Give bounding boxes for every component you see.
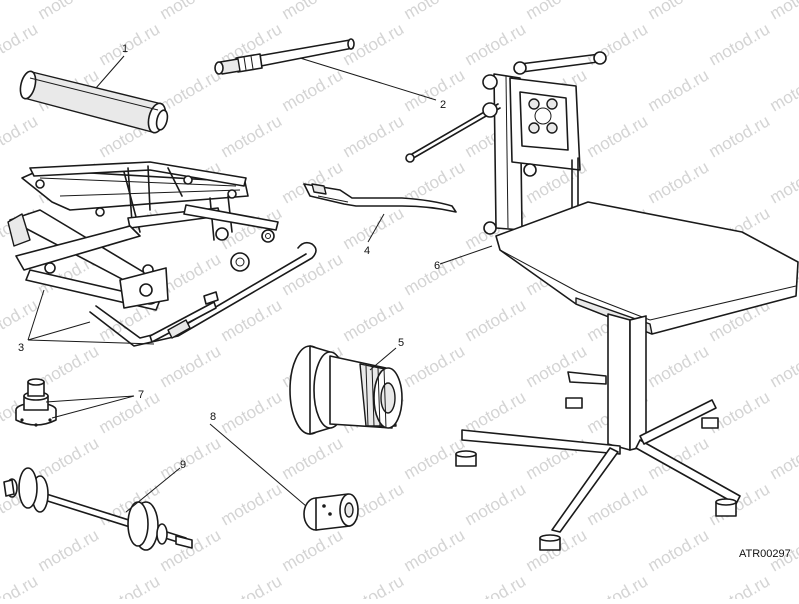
watermark-text: motod.ru [218, 571, 286, 599]
watermark-text: motod.ru [35, 433, 103, 483]
drawing-code: ATR00297 [739, 548, 791, 560]
watermark-text: motod.ru [279, 65, 347, 115]
watermark-text: motod.ru [157, 341, 225, 391]
watermark-text: motod.ru [767, 157, 799, 207]
watermark-text: motod.ru [767, 0, 799, 23]
watermark-text: motod.ru [401, 249, 469, 299]
watermark-text: motod.ru [462, 387, 530, 437]
watermark-text: motod.ru [462, 479, 530, 529]
watermark-text: motod.ru [218, 111, 286, 161]
callout-1: 1 [122, 43, 128, 55]
watermark-text: motod.ru [218, 479, 286, 529]
watermark-text: motod.ru [35, 0, 103, 23]
watermark-text: motod.ru [767, 433, 799, 483]
watermark-text: motod.ru [340, 295, 408, 345]
watermark-text: motod.ru [279, 433, 347, 483]
watermark-text: motod.ru [706, 571, 774, 599]
watermark-text: motod.ru [157, 0, 225, 23]
watermark-text: motod.ru [279, 0, 347, 23]
watermark-text: motod.ru [584, 479, 652, 529]
watermark-text: motod.ru [645, 65, 713, 115]
watermark-text: motod.ru [0, 111, 41, 161]
callout-9: 9 [180, 459, 186, 471]
tool-8-pin-bush [304, 494, 358, 530]
watermark-text: motod.ru [96, 387, 164, 437]
callout-4: 4 [364, 245, 370, 257]
watermark-text: motod.ru [401, 65, 469, 115]
watermark-text: motod.ru [401, 0, 469, 23]
callout-2: 2 [440, 99, 446, 111]
watermark-text: motod.ru [96, 19, 164, 69]
watermark-text: motod.ru [157, 65, 225, 115]
watermark-text: motod.ru [523, 341, 591, 391]
watermark-text: motod.ru [645, 157, 713, 207]
watermark-text: motod.ru [767, 65, 799, 115]
watermark-text: motod.ru [35, 525, 103, 575]
watermark-text: motod.ru [0, 19, 41, 69]
watermark-text: motod.ru [340, 203, 408, 253]
watermark-text: motod.ru [218, 387, 286, 437]
watermark-text: motod.ru [462, 571, 530, 599]
callout-3: 3 [18, 342, 24, 354]
callout-8: 8 [210, 411, 216, 423]
watermark-text: motod.ru [645, 525, 713, 575]
watermark-text: motod.ru [584, 111, 652, 161]
watermark-text: motod.ru [523, 0, 591, 23]
watermark-text: motod.ru [706, 111, 774, 161]
watermark-text: motod.ru [96, 571, 164, 599]
watermark-text: motod.ru [706, 387, 774, 437]
callout-7: 7 [138, 389, 144, 401]
watermark-text: motod.ru [645, 0, 713, 23]
watermark-text: motod.ru [401, 525, 469, 575]
watermark-text: motod.ru [340, 571, 408, 599]
watermark-text: motod.ru [279, 525, 347, 575]
watermark-text: motod.ru [584, 571, 652, 599]
watermark-text: motod.ru [462, 295, 530, 345]
watermark-text: motod.ru [767, 341, 799, 391]
watermark-text: motod.ru [706, 19, 774, 69]
watermark-text: motod.ru [218, 295, 286, 345]
watermark-text: motod.ru [645, 341, 713, 391]
callout-5: 5 [398, 337, 404, 349]
tool-5-sleeve [290, 346, 402, 434]
watermark-text: motod.ru [0, 571, 41, 599]
watermark-text: motod.ru [340, 111, 408, 161]
callout-6: 6 [434, 260, 440, 272]
watermark-text: motod.ru [401, 341, 469, 391]
watermark-text: motod.ru [157, 433, 225, 483]
